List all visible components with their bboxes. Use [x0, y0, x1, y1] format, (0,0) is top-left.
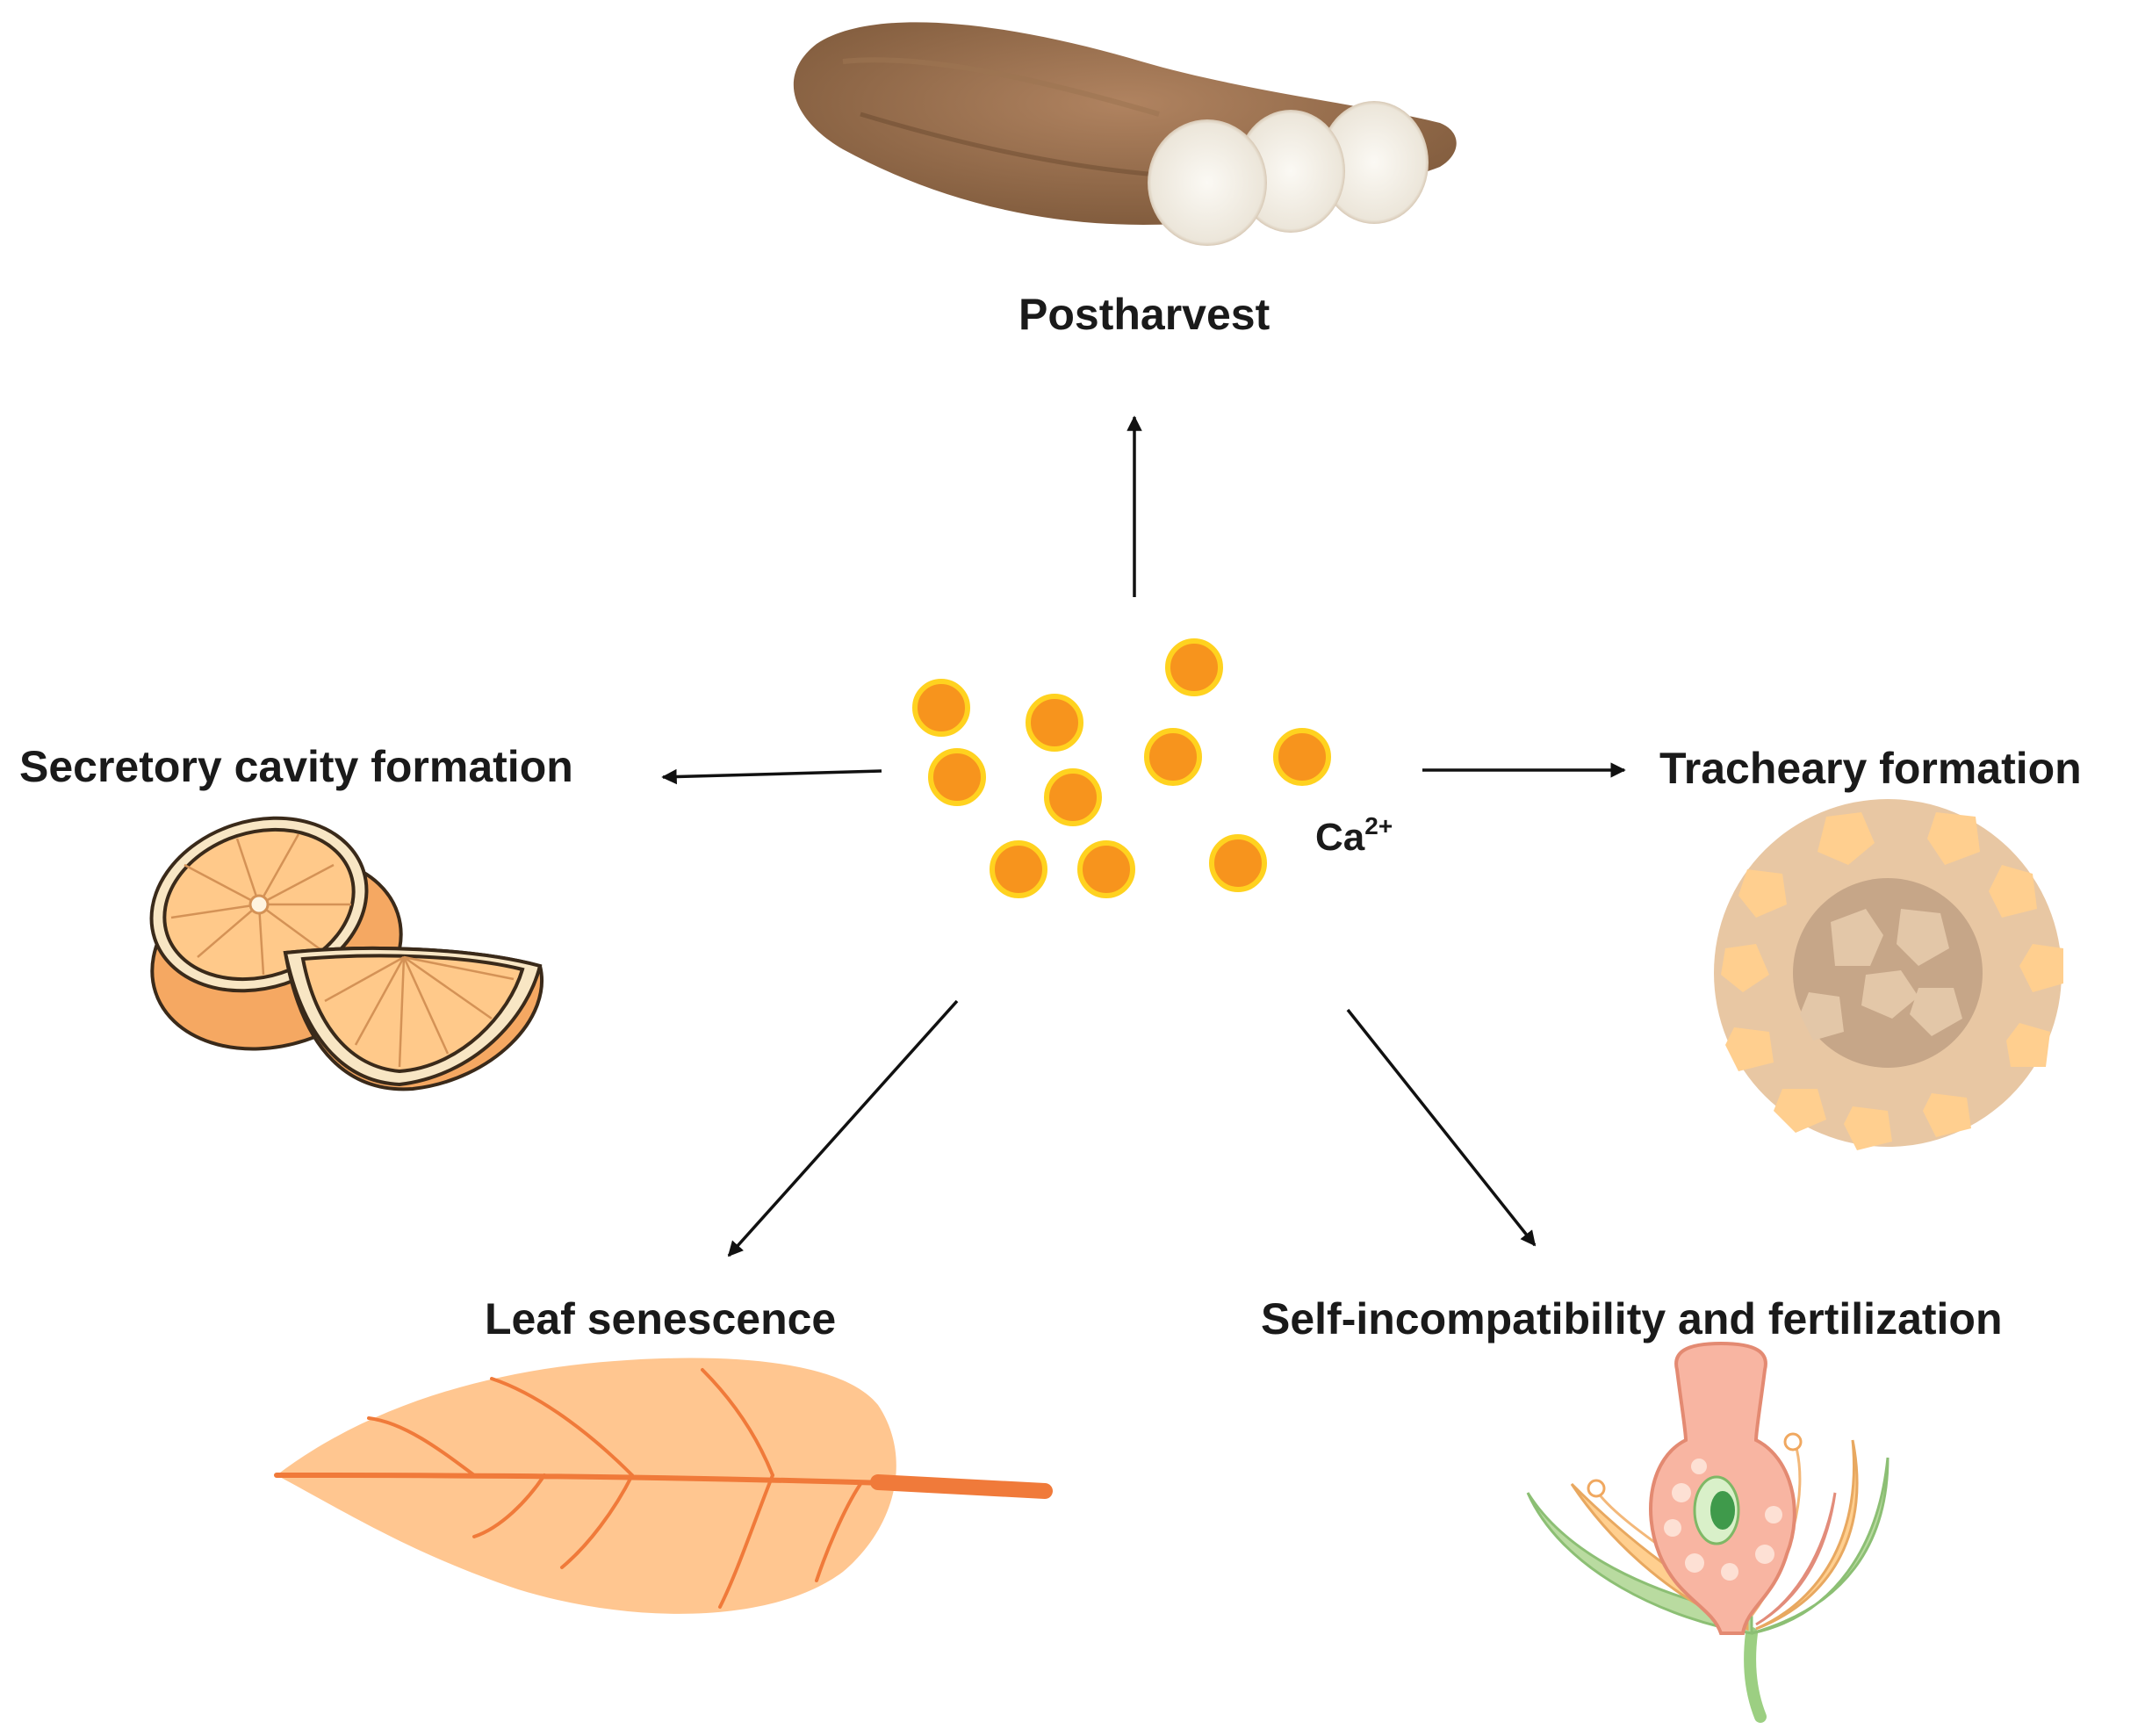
calcium-ion: [990, 840, 1047, 898]
calcium-ion: [1026, 694, 1083, 752]
arrow-to-leaf: [727, 999, 959, 1257]
calcium-ion: [928, 748, 986, 806]
label-self-incompatibility-and-fertilization: Self-incompatibility and fertilization: [1261, 1294, 2003, 1343]
orange-halves-icon: [149, 816, 543, 1091]
calcium-ion: [1044, 768, 1102, 826]
calcium-ion: [1144, 728, 1202, 786]
cassava-root-icon: [793, 22, 1457, 246]
arrow-to-secretory: [661, 768, 882, 785]
flower-pistil-icon: [1526, 1341, 1889, 1723]
leaf-icon: [274, 1358, 1053, 1614]
calcium-ion: [1077, 840, 1135, 898]
calcium-ion-label: Ca2+: [1315, 812, 1393, 859]
label-secretory-cavity-formation: Secretory cavity formation: [19, 742, 573, 791]
tracheary-cross-section-icon: [1714, 799, 2063, 1150]
calcium-ions: Ca2+: [912, 638, 1393, 898]
calcium-ion: [1165, 638, 1223, 696]
arrows: [661, 415, 1626, 1257]
calcium-ion: [912, 679, 970, 737]
calcium-ion: [1209, 834, 1267, 892]
calcium-ion: [1273, 728, 1331, 786]
arrow-to-self-incompatibility: [1346, 1008, 1537, 1247]
label-tracheary-formation: Tracheary formation: [1659, 744, 2082, 793]
label-leaf-senescence: Leaf senescence: [485, 1294, 837, 1343]
label-postharvest: Postharvest: [1019, 290, 1270, 339]
